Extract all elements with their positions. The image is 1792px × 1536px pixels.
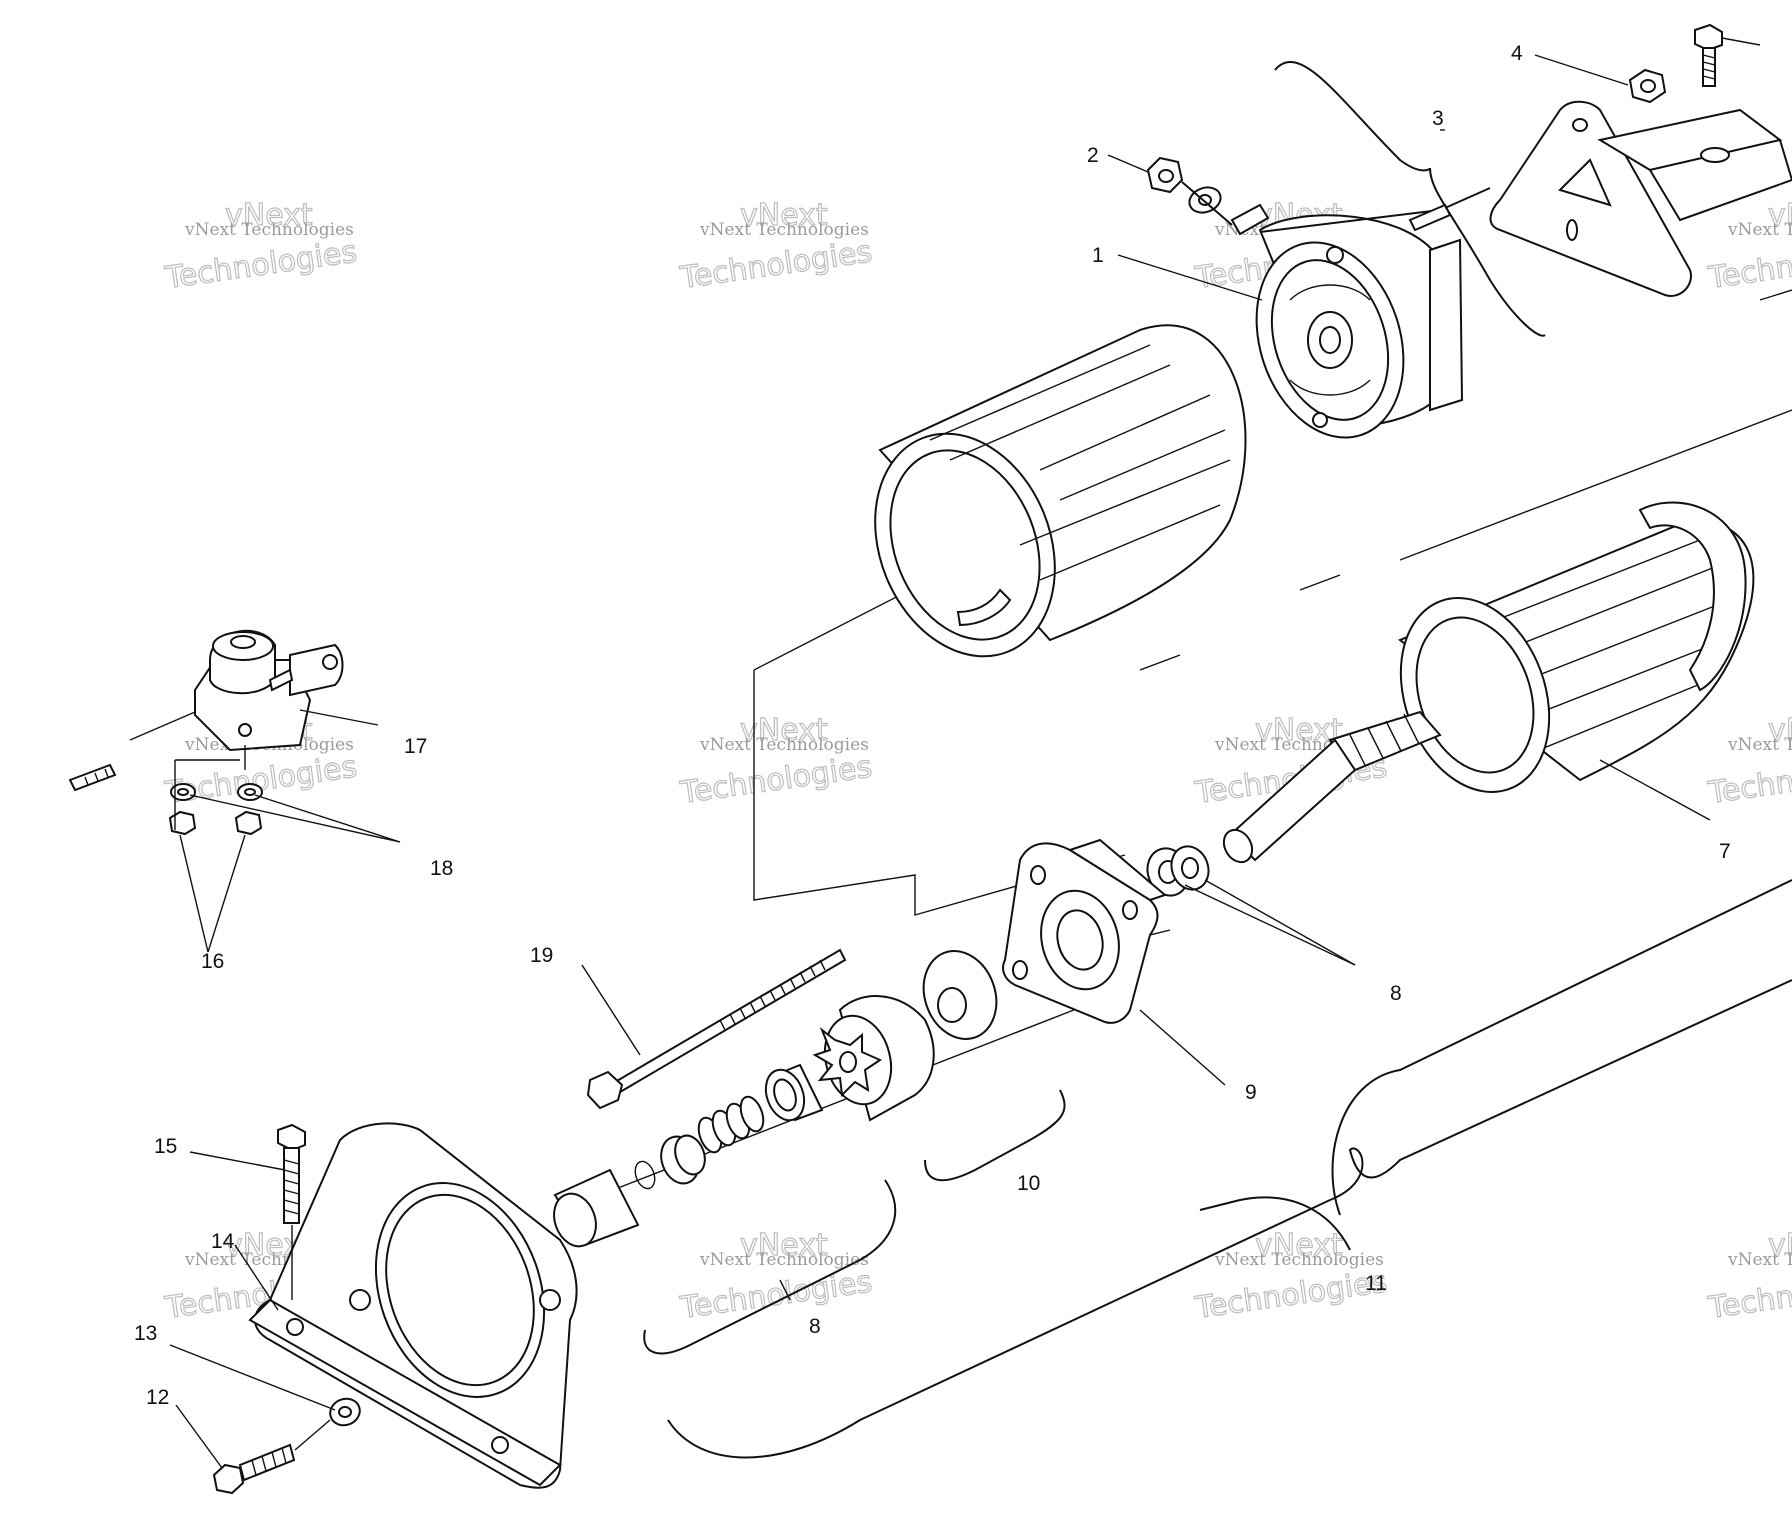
leader-lines — [169, 37, 1761, 1469]
watermark-technologies: Technologies — [677, 1264, 874, 1326]
brace-10 — [924, 1089, 1066, 1182]
watermark-technologies: Technologies — [677, 749, 874, 811]
washer-part-2 — [1188, 186, 1222, 214]
drive-end-plate-part-9 — [1002, 838, 1168, 1024]
watermark-technologies: Technologies — [1192, 1264, 1389, 1326]
label-9: 9 — [1245, 1081, 1257, 1104]
end-cap-part-1 — [1255, 209, 1464, 439]
pinion-gear-part-10 — [812, 995, 935, 1122]
snap-ring — [634, 1160, 656, 1190]
stop-collar — [660, 1134, 706, 1185]
cap-stud — [1408, 187, 1491, 232]
watermark-vnext: vNext — [1768, 1228, 1792, 1263]
watermark: vNext vNext Technologies Technologies — [162, 197, 360, 296]
label-16: 16 — [201, 950, 224, 973]
label-7: 7 — [1719, 840, 1731, 863]
watermark-technologies: Technologies — [1705, 749, 1792, 811]
washer-pair-part-8 — [1146, 845, 1210, 897]
watermark-text: vNext Technologies — [1727, 220, 1792, 240]
watermark-technologies: Technologies — [1705, 1264, 1792, 1326]
watermark-vnext: vNext — [740, 198, 828, 233]
bolt-part-12 — [212, 1443, 296, 1495]
solenoid-part-17 — [68, 629, 344, 792]
nut-part-2 — [1146, 156, 1184, 194]
brace-8-lower — [643, 1179, 897, 1355]
watermark-technologies: Technologies — [162, 749, 359, 811]
label-17: 17 — [404, 735, 427, 758]
collar — [764, 1063, 824, 1122]
label-2: 2 — [1087, 144, 1099, 167]
watermark-text: vNext Technologies — [184, 220, 354, 240]
label-8-lower: 8 — [809, 1315, 821, 1338]
watermark: vNext vNext Technologies Technologies — [1705, 712, 1792, 811]
watermark: vNext vNext Technologies Technologies — [1192, 1227, 1390, 1326]
brace-3 — [1274, 61, 1546, 337]
bolt-part-4 — [1694, 23, 1723, 87]
nuts-part-16 — [168, 810, 263, 836]
cup-washer — [922, 950, 998, 1040]
watermark: vNext vNext Technologies Technologies — [677, 712, 875, 811]
watermark: vNext vNext Technologies Technologies — [677, 1227, 875, 1326]
watermark-text: vNext Technologies — [699, 220, 869, 240]
label-1: 1 — [1092, 244, 1104, 267]
armature-part-7 — [1222, 501, 1755, 864]
bolt-on-cap — [1181, 181, 1270, 236]
bushing — [553, 1168, 640, 1248]
watermark-text: vNext Technologies — [699, 1250, 869, 1270]
label-12: 12 — [146, 1386, 169, 1409]
label-10: 10 — [1017, 1172, 1040, 1195]
watermark-vnext: vNext — [225, 198, 313, 233]
watermark-text: vNext Technologies — [1214, 1250, 1384, 1270]
watermark-technologies: Technologies — [677, 234, 874, 296]
watermark-vnext: vNext — [1768, 198, 1792, 233]
label-11: 11 — [1365, 1272, 1387, 1295]
housing-yoke — [874, 324, 1247, 658]
watermark-vnext: vNext — [1768, 713, 1792, 748]
spring — [697, 1095, 765, 1154]
label-15: 15 — [154, 1135, 177, 1158]
label-13: 13 — [134, 1322, 157, 1345]
label-3: 3 — [1432, 107, 1444, 130]
watermark-technologies: Technologies — [1705, 234, 1792, 296]
bolt-part-15 — [277, 1123, 306, 1300]
watermark: vNext vNext Technologies Technologies — [677, 197, 875, 296]
watermark-technologies: Technologies — [162, 234, 359, 296]
mounting-bracket-top — [1489, 100, 1792, 297]
label-4: 4 — [1511, 42, 1523, 65]
watermark-text: vNext Technologies — [699, 735, 869, 755]
brace-11 — [667, 879, 1792, 1459]
watermark-text: vNext Technologies — [1727, 735, 1792, 755]
watermark-vnext: vNext — [1255, 713, 1343, 748]
watermark-vnext: vNext — [740, 1228, 828, 1263]
watermark-vnext: vNext — [1255, 1228, 1343, 1263]
nut-part-4 — [1628, 68, 1667, 104]
label-19: 19 — [530, 944, 553, 967]
watermark-text: vNext Technologies — [1727, 1250, 1792, 1270]
label-8-upper: 8 — [1390, 982, 1402, 1005]
through-bolt-part-19 — [586, 948, 847, 1110]
label-14: 14 — [211, 1230, 235, 1253]
mounting-bracket-lower — [248, 1122, 578, 1489]
watermark: vNext vNext Technologies Technologies — [1705, 1227, 1792, 1326]
label-18: 18 — [430, 857, 453, 880]
watermark: vNext vNext Technologies Technologies — [1705, 197, 1792, 296]
callout-labels: 1 2 3 4 7 8 8 9 10 11 12 13 14 15 16 17 … — [134, 42, 1731, 1409]
washer-part-13 — [294, 1397, 361, 1451]
